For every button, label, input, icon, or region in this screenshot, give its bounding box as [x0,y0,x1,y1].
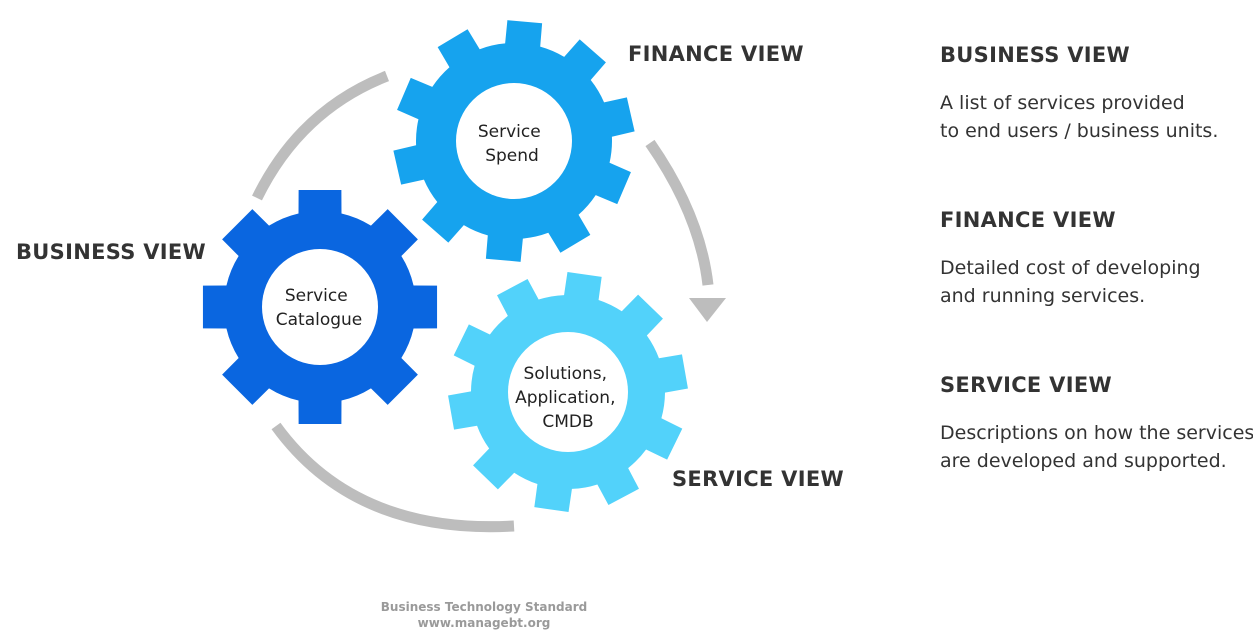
service-view-label: SERVICE VIEW [672,467,844,491]
cycle-arc-top [252,70,390,201]
sidebar-business-title: BUSINESS VIEW [940,43,1131,67]
footer-url: www.managebt.org [417,616,551,630]
finance-gear-text: Service Spend [478,122,546,166]
finance-gear [393,20,635,262]
gear-business-hub [262,249,378,365]
finance-view-label: FINANCE VIEW [628,42,804,66]
footer-title: Business Technology Standard [380,600,588,614]
sidebar-business-desc: A list of services provided to end users… [940,92,1219,142]
sidebar-service-title: SERVICE VIEW [940,373,1112,397]
gear-service-hub [508,332,628,452]
cycle-arc-right [645,139,714,286]
service-gear [448,272,688,512]
cycle-arrowhead [689,298,726,322]
gear-finance-hub [456,83,572,199]
business-view-label: BUSINESS VIEW [16,240,207,264]
sidebar-finance-desc: Detailed cost of developing and running … [940,257,1201,307]
sidebar-finance-title: FINANCE VIEW [940,208,1116,232]
business-gear [202,189,438,425]
business-gear-text: Service Catalogue [276,286,363,330]
service-gear-text: Solutions, Application, CMDB [515,364,621,432]
sidebar-service-desc: Descriptions on how the services are dev… [940,422,1253,472]
cycle-arc-bottom [271,422,515,533]
